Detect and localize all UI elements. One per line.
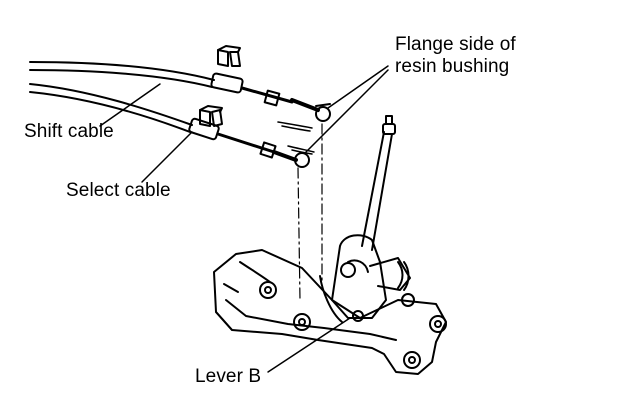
leader-lines bbox=[99, 65, 389, 373]
flange-side-label-line-1: Flange side of bbox=[395, 34, 516, 55]
select-cable-label: Select cable bbox=[66, 180, 171, 201]
lever-assembly bbox=[319, 234, 411, 323]
mounting-bolts bbox=[259, 281, 447, 369]
lever-b-label: Lever B bbox=[195, 366, 262, 387]
shift-lever bbox=[361, 115, 396, 251]
cable-clip-upper bbox=[217, 45, 241, 67]
cotter-pin bbox=[277, 121, 315, 155]
base-plate bbox=[213, 249, 447, 375]
cable-clip-lower bbox=[199, 105, 223, 127]
select-cable bbox=[29, 83, 310, 168]
flange-side-label: Flange side of resin bushing bbox=[395, 34, 516, 78]
shift-cable-label: Shift cable bbox=[24, 121, 114, 142]
shift-cable bbox=[29, 61, 331, 122]
flange-side-label-line-2: resin bushing bbox=[395, 56, 510, 77]
alignment-lines bbox=[297, 123, 323, 301]
